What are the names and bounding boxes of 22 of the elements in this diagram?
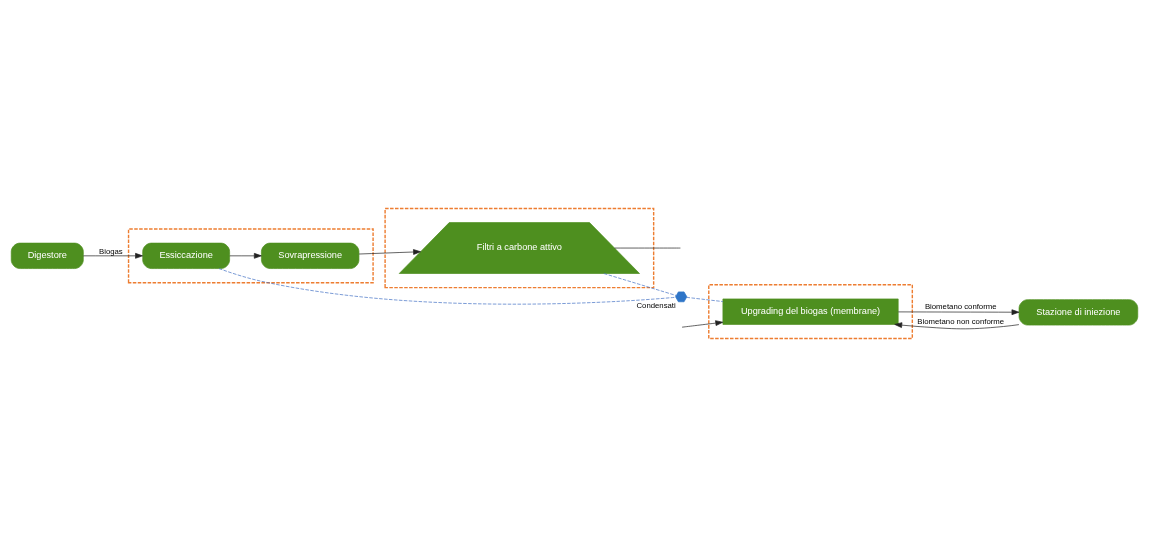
connector [603, 273, 677, 296]
edge-label: Biogas [99, 246, 123, 256]
cluster [708, 284, 914, 340]
node-box: Stazione di iniezione [1018, 299, 1139, 326]
edge-label: Biometano conforme [924, 302, 997, 312]
connector [218, 268, 677, 305]
arrow [358, 249, 421, 255]
edge-label: Biometano non conforme [917, 317, 1005, 327]
node-box: Sovrapressione [261, 242, 360, 269]
arrow [681, 320, 724, 328]
node-hexagon [675, 291, 688, 303]
cluster [384, 207, 655, 289]
arrow [83, 253, 143, 259]
node-box: Upgrading del biogas (membrane) [722, 298, 899, 325]
node-box: Digestore [10, 242, 84, 269]
arrow [894, 322, 1020, 330]
node-label: Condensati [636, 300, 676, 310]
node-box: Essiccazione [142, 242, 230, 269]
arrow [897, 309, 1020, 316]
connector [686, 297, 724, 302]
cluster [127, 228, 374, 284]
arrow [229, 253, 262, 259]
